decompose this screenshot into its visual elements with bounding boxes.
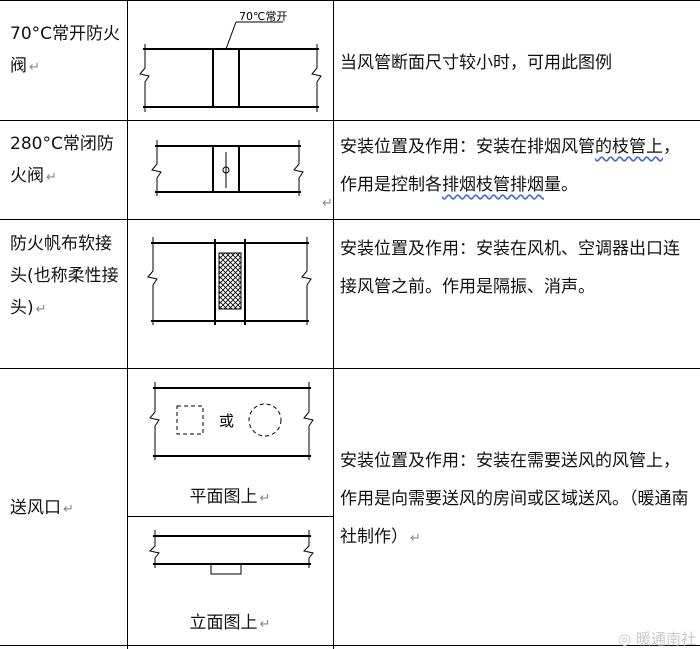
row4-name: 送风口↵ [10,498,74,518]
fire-damper-280-symbol-icon [151,140,304,196]
row3-desc: 安装位置及作用：安装在风机、空调器出口连接风管之前。作用是隔振、消声。 [340,239,680,297]
row2-desc: 安装位置及作用：安装在排烟风管的枝管上，作用是控制各排烟枝管排烟量。 [340,137,680,195]
return-mark: ↵ [322,196,333,211]
fire-damper-70-symbol-icon: 70℃常开 [139,10,322,112]
row1-name: 70°C常开防火阀↵ [10,24,121,76]
row3-name: 防火帆布软接头(也称柔性接头)↵ [10,234,119,318]
watermark: ◎ 暖通南社 [618,630,696,648]
row4-desc: 安装位置及作用：安装在需要送风的风管上，作用是向需要送风的房间或区域送风。（暖通… [340,451,689,547]
valve-70-label: 70℃常开 [239,10,287,23]
caption-elevation: 立面图上↵ [189,613,271,633]
supply-outlet-elevation-symbol-icon [149,530,314,575]
flexible-joint-symbol-icon [147,237,312,325]
or-label: 或 [219,412,234,430]
caption-plan: 平面图上↵ [189,487,271,507]
row1-desc: 当风管断面尺寸较小时，可用此图例 [340,53,612,73]
row2-name: 280°C常闭防火阀↵ [10,134,114,186]
supply-outlet-plan-symbol-icon: 或 [149,382,314,460]
